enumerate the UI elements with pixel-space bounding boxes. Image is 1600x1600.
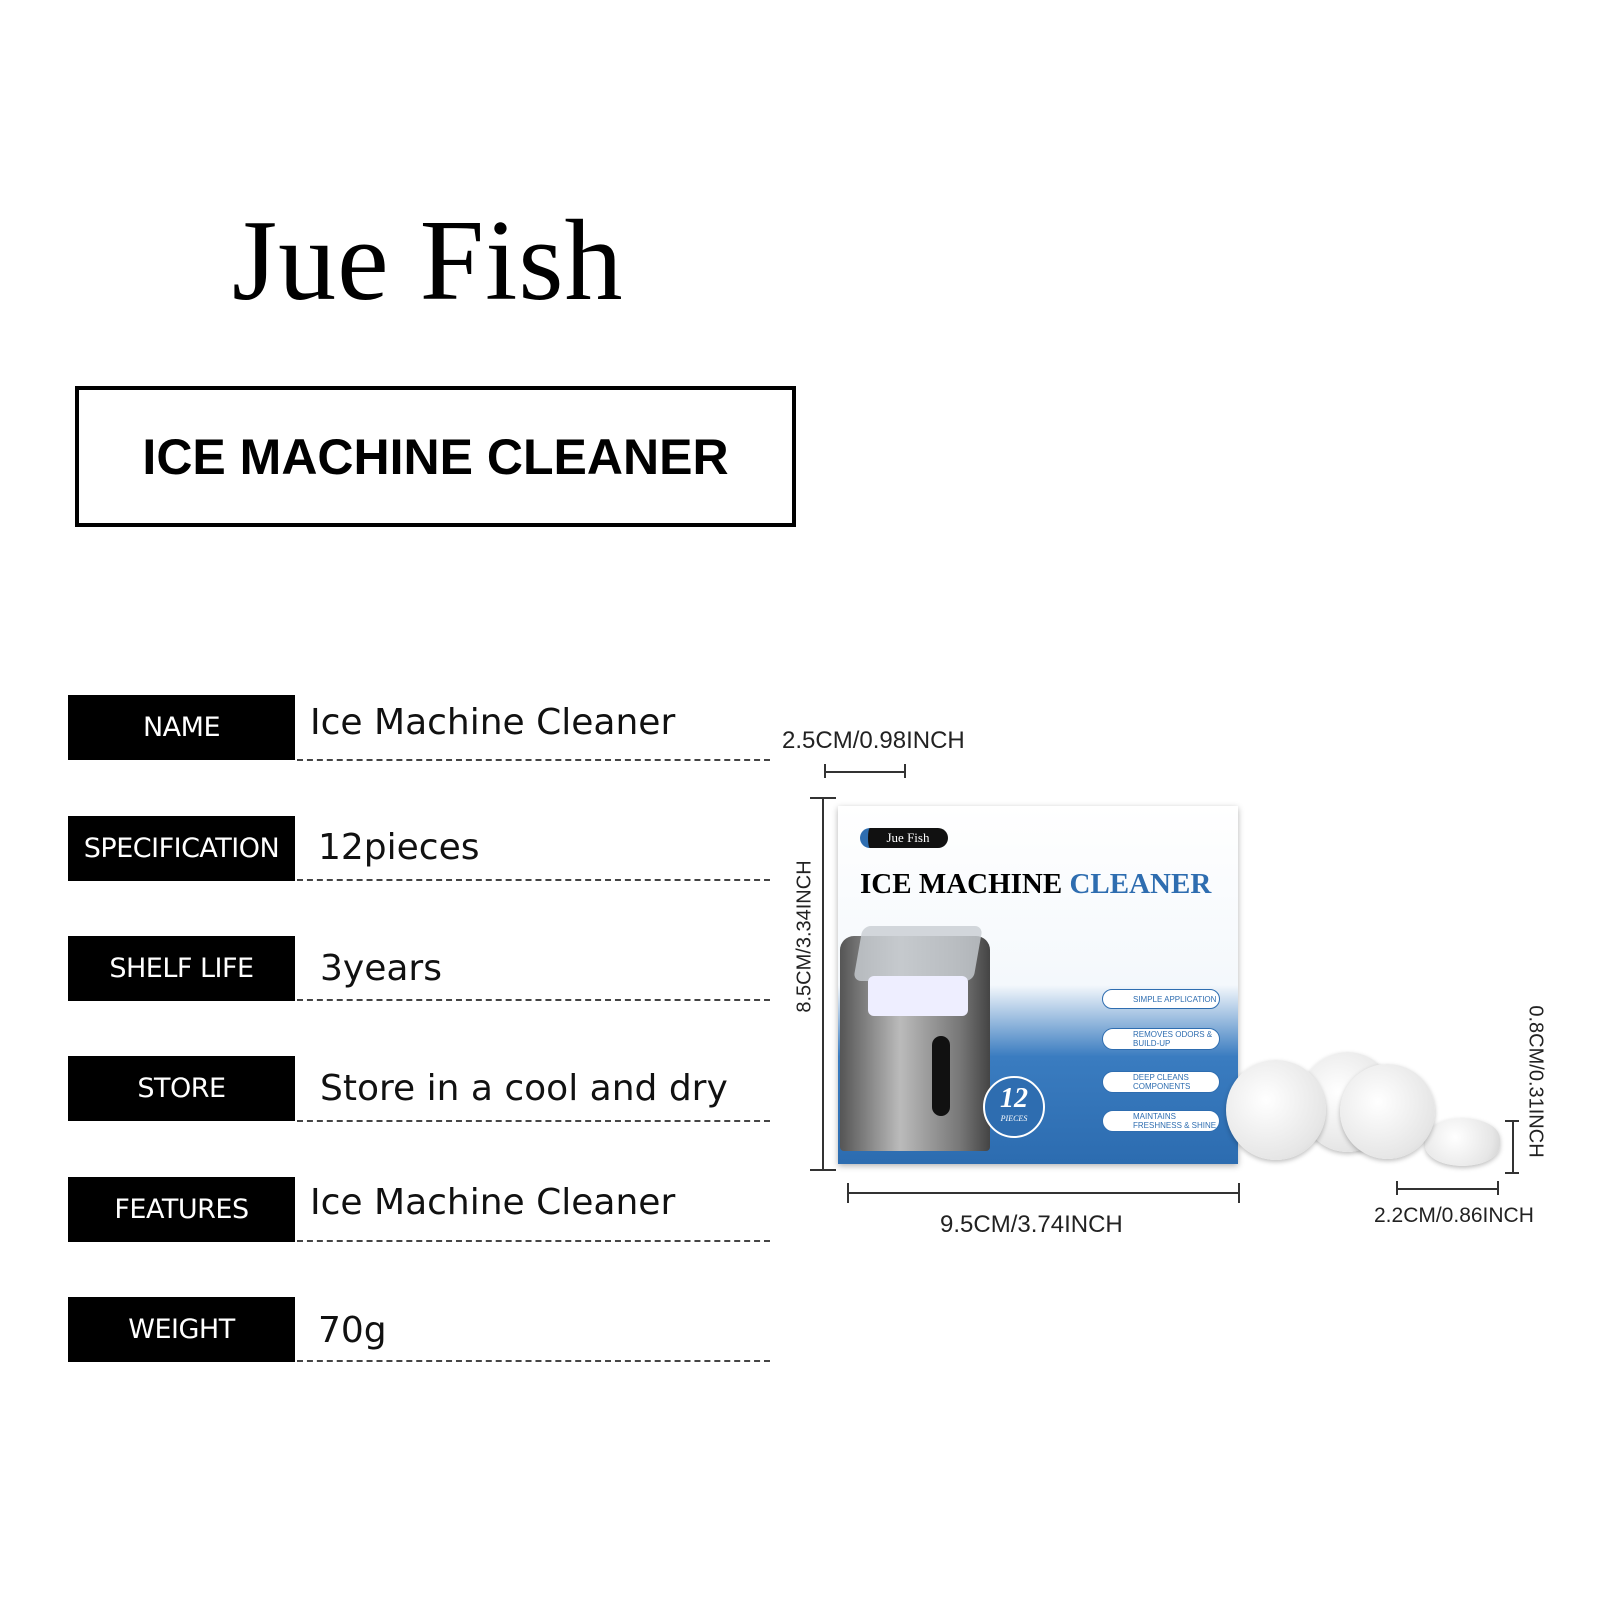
spec-label: STORE <box>68 1056 295 1121</box>
dimension-line <box>1397 1188 1497 1190</box>
dimension-line <box>848 1192 1238 1194</box>
spec-value: Ice Machine Cleaner <box>310 702 676 743</box>
dimension-tick <box>1396 1181 1398 1195</box>
product-title: ICE MACHINE CLEANER <box>75 386 796 527</box>
ice-maker-image <box>840 926 990 1151</box>
dimension-tick <box>1505 1120 1519 1122</box>
spec-value: 3years <box>320 948 442 989</box>
package-title: ICE MACHINE <box>860 868 1063 900</box>
dimension-label: 2.5CM/0.98INCH <box>782 727 965 754</box>
divider <box>297 759 770 761</box>
spec-label: WEIGHT <box>68 1297 295 1362</box>
dimension-tick <box>1497 1181 1499 1195</box>
dimension-label: 8.5CM/3.34INCH <box>793 860 816 1013</box>
dimension-tick <box>904 764 906 778</box>
divider <box>297 1120 770 1122</box>
feature-badge: SIMPLE APPLICATION <box>1102 989 1220 1009</box>
dimension-tick <box>824 764 826 778</box>
dimension-tick <box>810 1169 836 1171</box>
dimension-tick <box>1238 1183 1240 1203</box>
spec-value: Ice Machine Cleaner <box>310 1182 676 1223</box>
dimension-label: 0.8CM/0.31INCH <box>1524 1005 1547 1158</box>
dimension-label: 2.2CM/0.86INCH <box>1374 1204 1534 1227</box>
spec-label: FEATURES <box>68 1177 295 1242</box>
divider <box>297 999 770 1001</box>
divider <box>297 879 770 881</box>
tablet-image <box>1425 1118 1500 1166</box>
feature-badge: MAINTAINS FRESHNESS & SHINE <box>1102 1110 1220 1132</box>
package-brand: Jue Fish <box>860 828 948 848</box>
divider <box>297 1360 770 1362</box>
spec-value: 70g <box>318 1310 387 1351</box>
piece-count-unit: PIECES <box>1000 1114 1028 1123</box>
tablet-image <box>1226 1060 1326 1160</box>
spec-value: 12pieces <box>318 827 480 868</box>
piece-count: 12 <box>1000 1083 1028 1114</box>
package-title-accent: CLEANER <box>1069 868 1212 900</box>
dimension-tick <box>1505 1172 1519 1174</box>
dimension-tick <box>847 1183 849 1203</box>
feature-badge: DEEP CLEANS COMPONENTS <box>1102 1071 1220 1093</box>
brand-logo: Jue Fish <box>232 197 624 325</box>
product-package: Jue Fish ICE MACHINE CLEANER 12 PIECES S… <box>838 806 1238 1164</box>
tablet-image <box>1340 1064 1435 1159</box>
dimension-line <box>822 797 824 1169</box>
feature-badge: REMOVES ODORS & BUILD-UP <box>1102 1028 1220 1050</box>
divider <box>297 1240 770 1242</box>
spec-label: NAME <box>68 695 295 760</box>
dimension-line <box>1512 1120 1514 1172</box>
dimension-tick <box>810 797 836 799</box>
dimension-line <box>825 771 905 773</box>
piece-count-badge: 12 PIECES <box>983 1076 1045 1138</box>
spec-label: SHELF LIFE <box>68 936 295 1001</box>
dimension-label: 9.5CM/3.74INCH <box>940 1211 1123 1238</box>
spec-value: Store in a cool and dry <box>320 1068 728 1109</box>
spec-label: SPECIFICATION <box>68 816 295 881</box>
